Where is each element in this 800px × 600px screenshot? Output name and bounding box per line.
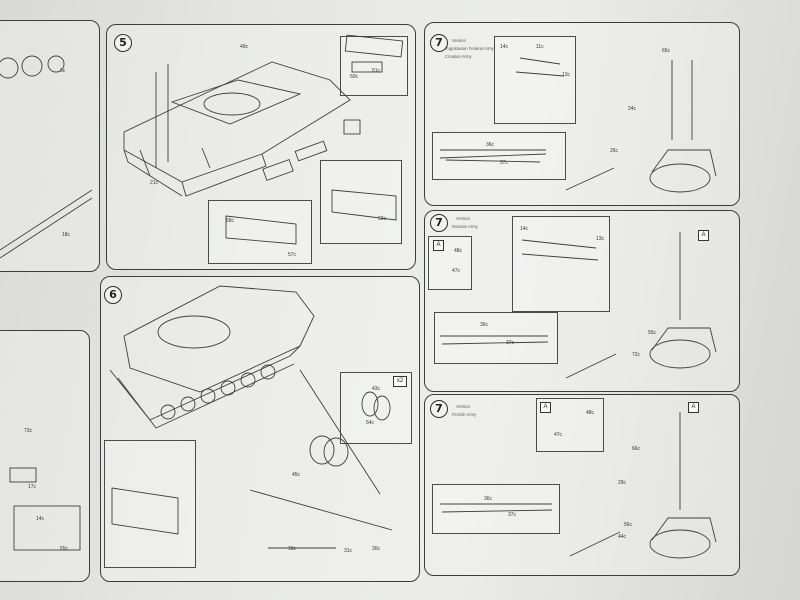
version-c-army: Finnish Army [452,412,477,417]
part-label: 45c [292,472,301,478]
tag-a-7c-right: A [688,402,699,413]
version-a-title: Version [452,38,466,43]
part-label: 13c [596,236,605,242]
step-7b-weapon-box [512,216,610,312]
step-5-detail-box-top-right [340,36,408,96]
part-label: 51c [372,68,381,74]
left-page-panel-top [0,20,100,272]
left-page-panel-bottom [0,330,90,582]
part-label: 47c [554,432,563,438]
part-label: 18c [288,546,297,552]
part-label: 43c [372,386,381,392]
part-label: 47c [452,268,461,274]
part-label: 36c [480,322,489,328]
part-label: 14c [520,226,529,232]
part-label: 30c [372,546,381,552]
tag-a-7c-left: A [540,402,551,413]
step-number-6: 6 [104,286,122,304]
step-7b-barrel-box [434,312,558,364]
part-label: 36c [484,496,493,502]
version-b-army: Russian Army [452,224,478,229]
tag-a-7b-left: A [433,240,444,251]
step-5-detail-box-middle-right [320,160,402,244]
part-label: 21c [150,180,159,186]
part-label: 37c [500,160,509,166]
step-number-5: 5 [114,34,132,52]
part-label: 52c [378,216,387,222]
part-label: 6c [60,68,66,74]
part-label: 37c [506,340,515,346]
part-label: 29c [618,480,627,486]
part-label: 55c [60,546,69,552]
part-label: 49c [240,44,249,50]
version-a-army-1: Yugoslavian Federal Army [445,46,494,51]
part-label: 65c [662,48,671,54]
part-label: 11c [536,44,544,50]
part-label: 44c [618,534,627,540]
part-label: 37c [508,512,517,518]
part-label: 26c [610,148,619,154]
part-label: 36c [486,142,495,148]
step-number-7-c: 7 [430,400,448,418]
part-label: 56c [624,522,633,528]
part-label: 54c [366,420,375,426]
part-label: 55c [648,330,657,336]
part-label: 17c [28,484,37,490]
version-c-title: Version [456,404,470,409]
part-label: 58c [226,218,235,224]
part-label: 66c [632,446,641,452]
part-label: 18c [62,232,71,238]
step-7a-weapon-box [494,36,576,124]
step-6-detail-box-left [104,440,196,568]
part-label: 57c [288,252,297,258]
part-label: 13c [562,72,571,78]
part-label: 73c [24,428,33,434]
step-7c-detail-a-box [536,398,604,452]
part-label: 24c [628,106,637,112]
step-5-detail-box-bottom [208,200,312,264]
part-label: 48c [586,410,595,416]
part-label: 48c [454,248,463,254]
step-number-7-b: 7 [430,214,448,232]
part-label: 14c [500,44,509,50]
part-label: 14c [36,516,45,522]
part-label: 50c [350,74,359,80]
part-label: 72c [632,352,641,358]
version-b-title: Version [456,216,470,221]
part-label: 31c [344,548,353,554]
version-a-army-2: Croatian Army [445,54,472,59]
quantity-tag-x2: x2 [393,376,407,387]
step-number-7-a: 7 [430,34,448,52]
step-7a-barrel-box [432,132,566,180]
tag-a-7b-right: A [698,230,709,241]
step-7c-barrel-box [432,484,560,534]
